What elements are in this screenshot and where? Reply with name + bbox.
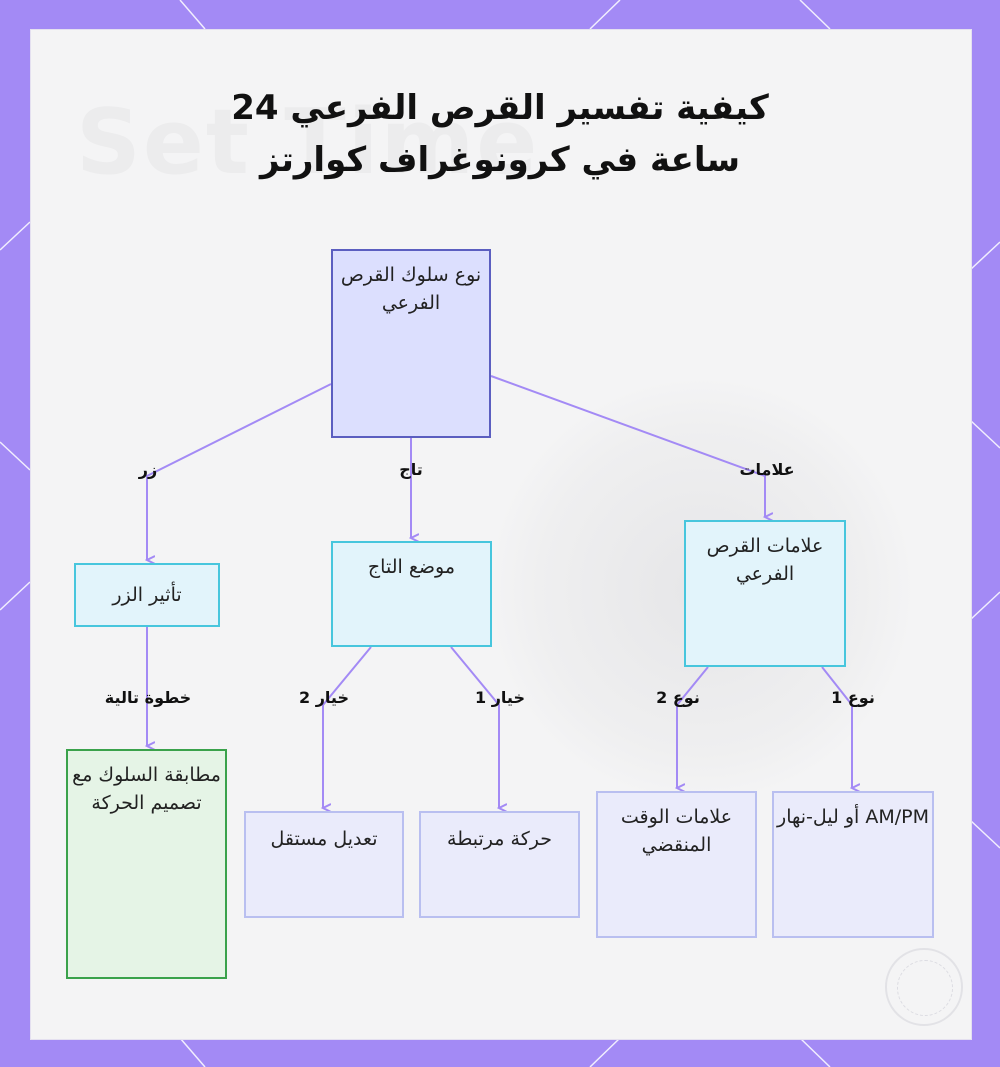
edge-root-to-markings bbox=[490, 375, 765, 517]
page-title: كيفية تفسير القرص الفرعي 24 ساعة في كرون… bbox=[0, 82, 1000, 186]
edge-label-type-1: نوع 1 bbox=[831, 688, 875, 707]
edge-label-next-step: خطوة تالية bbox=[104, 688, 192, 707]
title-line-1: كيفية تفسير القرص الفرعي 24 bbox=[231, 88, 769, 128]
edge-markings-to-elapsed bbox=[677, 666, 709, 788]
edge-markings-to-ampm bbox=[821, 666, 852, 788]
node-ampm-day-night: AM/PM أو ليل-نهار bbox=[772, 791, 934, 938]
edge-label-markings: علامات bbox=[739, 460, 795, 479]
watermark-seal bbox=[885, 948, 963, 1026]
node-subdial-behavior-type: نوع سلوك القرص الفرعي bbox=[331, 249, 491, 438]
edge-label-button: زر bbox=[138, 460, 158, 479]
edge-label-option-2: خيار 2 bbox=[299, 688, 349, 707]
node-crown-position: موضع التاج bbox=[331, 541, 492, 647]
node-linked-motion: حركة مرتبطة bbox=[419, 811, 580, 918]
node-subdial-markings: علامات القرص الفرعي bbox=[684, 520, 846, 667]
node-match-behavior: مطابقة السلوك مع تصميم الحركة bbox=[66, 749, 227, 979]
node-elapsed-time-markings: علامات الوقت المنقضي bbox=[596, 791, 757, 938]
edge-crown-to-independent bbox=[323, 646, 372, 808]
edge-label-crown: تاج bbox=[399, 460, 423, 479]
node-button-effect: تأثير الزر bbox=[74, 563, 220, 627]
edge-crown-to-linked bbox=[450, 646, 499, 808]
background-watermark-text: Set Time bbox=[76, 90, 540, 195]
node-independent-adjustment: تعديل مستقل bbox=[244, 811, 404, 918]
edge-label-type-2: نوع 2 bbox=[656, 688, 700, 707]
title-line-2: ساعة في كرونوغراف كوارتز bbox=[259, 140, 741, 180]
edge-label-option-1: خيار 1 bbox=[475, 688, 525, 707]
edge-root-to-button bbox=[147, 383, 332, 560]
